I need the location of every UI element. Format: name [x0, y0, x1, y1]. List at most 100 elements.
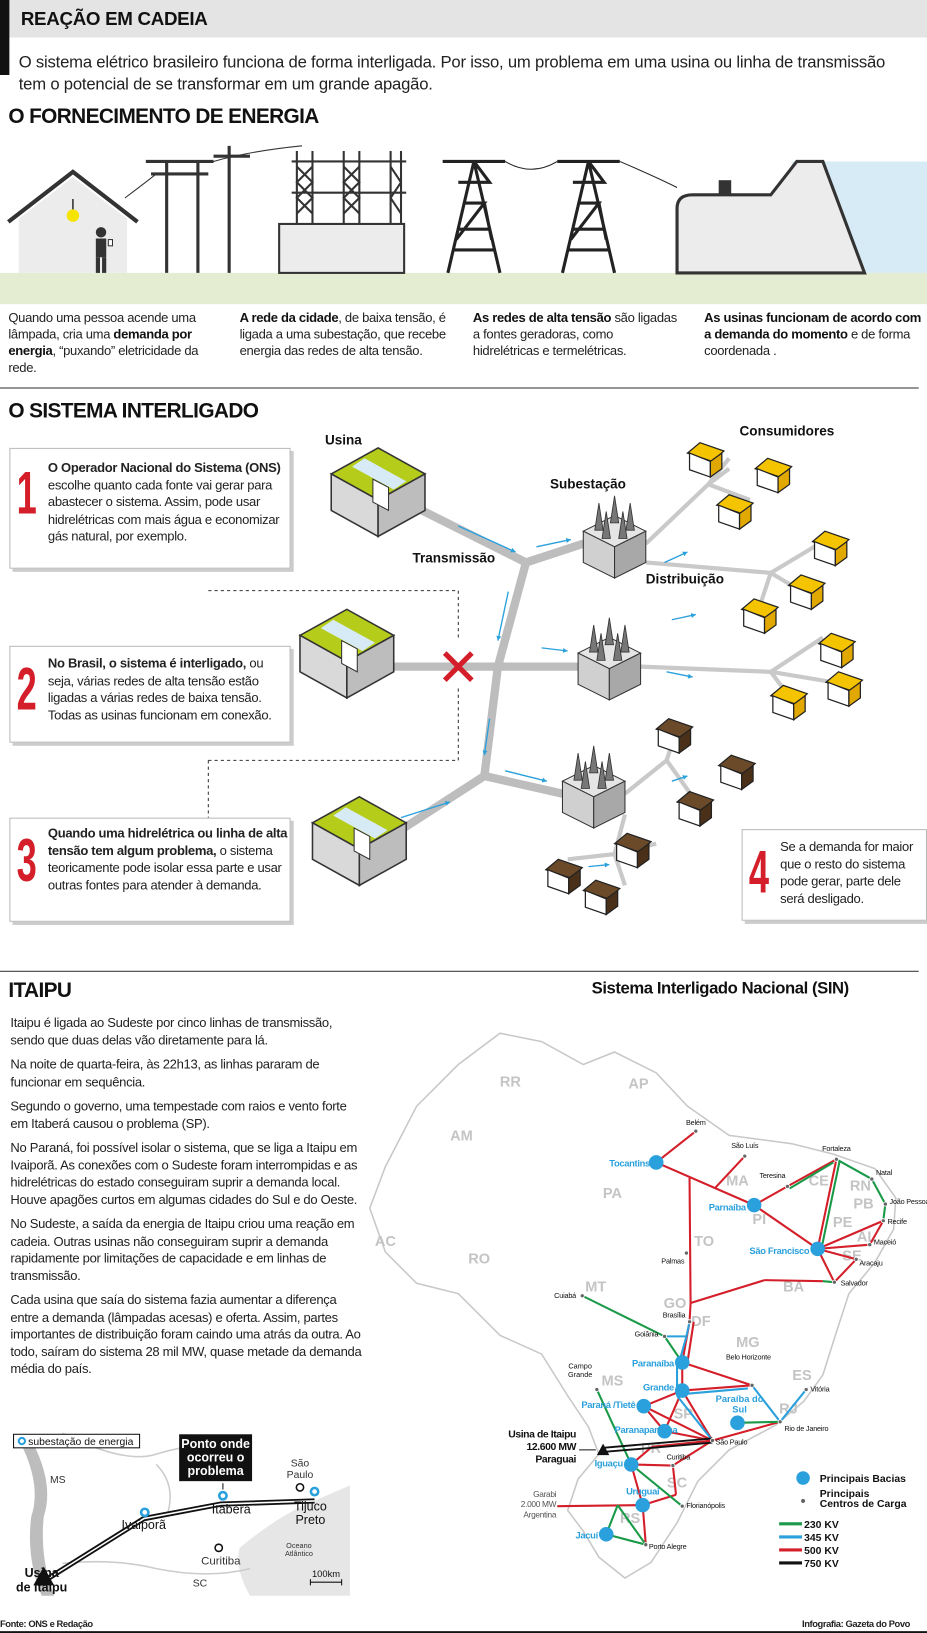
transmission-towers — [442, 159, 678, 274]
state-label: MA — [726, 1173, 749, 1189]
state-label: TO — [694, 1234, 714, 1250]
minimap-legend — [13, 1433, 141, 1449]
paragraph: Cada usina que saía do sistema fazia aum… — [10, 1292, 362, 1376]
arrow-icon — [536, 538, 571, 548]
arrow-icon — [588, 862, 610, 868]
itaipu-title: ITAIPU — [8, 979, 72, 1003]
house-icon — [675, 790, 715, 828]
label-usina: Usina — [325, 433, 362, 448]
legend-line-label: 230 KV — [804, 1520, 839, 1531]
state-label: AP — [628, 1076, 649, 1092]
basin-node — [746, 1197, 762, 1213]
supply-illustration — [0, 145, 927, 305]
load-center-node — [643, 1542, 649, 1548]
state-label: ES — [792, 1368, 812, 1384]
transmission-line — [820, 1161, 841, 1248]
city-label: Cuiabá — [554, 1291, 577, 1300]
transmission-line — [816, 1159, 838, 1250]
house-illustration — [7, 169, 139, 273]
city-label: Brasília — [663, 1311, 687, 1320]
transmission-line — [753, 1204, 819, 1250]
step-number: 4 — [748, 838, 770, 907]
state-label: AL — [857, 1230, 877, 1246]
legend-line-label: 750 KV — [804, 1559, 839, 1570]
step-number: 2 — [16, 655, 37, 723]
label-distribuicao: Distribuição — [646, 571, 724, 586]
city-label: Rio de Janeiro — [784, 1424, 828, 1433]
state-label: PR — [641, 1441, 662, 1457]
state-label: SE — [842, 1248, 862, 1264]
transmission-line — [751, 1384, 781, 1423]
problem-callout — [179, 1434, 253, 1482]
step-number: 3 — [16, 827, 37, 895]
person-icon — [95, 227, 107, 238]
basin-label: Grande — [643, 1383, 674, 1393]
step-text: Quando uma hidrelétrica ou linha de alta… — [47, 825, 288, 893]
house-icon — [769, 684, 809, 721]
supply-title: O FORNECIMENTO DE ENERGIA — [8, 105, 319, 129]
step-text: O Operador Nacional do Sistema (ONS) esc… — [47, 460, 281, 544]
basin-node — [635, 1497, 650, 1513]
basin-node — [730, 1415, 745, 1431]
ground — [0, 272, 927, 305]
load-center-node — [867, 1242, 873, 1248]
transmission-line — [688, 1302, 692, 1322]
city-label: Recife — [887, 1217, 907, 1226]
lamp-icon — [66, 209, 80, 222]
system-title: O SISTEMA INTERLIGADO — [8, 399, 259, 423]
footer-rule — [0, 1631, 927, 1633]
city-label: Fortaleza — [822, 1144, 852, 1153]
ocean — [238, 1485, 350, 1596]
transmission-line — [651, 1439, 713, 1448]
dam-illustration — [675, 159, 867, 275]
transmission-line — [664, 1430, 713, 1442]
transmission-line — [603, 1437, 713, 1449]
transmission-lines — [381, 501, 588, 838]
svg-text:subestação de energia: subestação de energia — [28, 1437, 134, 1448]
itaipu-plant-icon — [33, 1566, 55, 1586]
state-label: PE — [833, 1215, 853, 1231]
basin-node — [598, 1526, 614, 1542]
state-label: MT — [585, 1280, 606, 1296]
system-diagram: Usina Subestação Transmissão Distribuiçã… — [207, 423, 864, 916]
city-sao-paulo-icon — [295, 1482, 305, 1492]
substation-icon — [582, 495, 647, 579]
substation-icon — [561, 745, 627, 829]
transmission-line — [714, 1155, 746, 1189]
load-center-node — [683, 1250, 689, 1256]
transmission-line — [833, 1258, 857, 1283]
state-label: CE — [809, 1173, 830, 1189]
transmission-line — [764, 1279, 823, 1283]
svg-text:Itaberá: Itaberá — [212, 1502, 251, 1516]
basin-label: Parnaíba — [709, 1202, 747, 1212]
transmission-line — [786, 1158, 837, 1188]
transmission-line — [686, 1321, 695, 1363]
header-band — [0, 0, 927, 38]
legend-line-label: 345 KV — [804, 1533, 839, 1544]
label-transmissao: Transmissão — [412, 550, 495, 565]
city-label: Belo Horizonte — [726, 1352, 771, 1361]
transmission-line — [616, 1504, 647, 1546]
svg-text:100km: 100km — [312, 1569, 340, 1579]
transmission-line — [687, 1387, 748, 1395]
legend-label: Principais Bacias — [820, 1474, 906, 1485]
house-icon — [740, 598, 780, 635]
city-label: Natal — [876, 1168, 893, 1177]
intro-text: O sistema elétrico brasileiro funciona d… — [18, 54, 886, 94]
load-center-node — [670, 1463, 676, 1469]
state-label: MS — [602, 1373, 624, 1389]
transmission-line — [643, 1405, 713, 1442]
arrow-icon — [664, 551, 688, 564]
transmission-line — [681, 1361, 753, 1387]
basin-node — [636, 1398, 651, 1414]
svg-text:Curitiba: Curitiba — [201, 1555, 241, 1567]
state-label: SC — [667, 1475, 688, 1491]
city-label: Maceió — [874, 1238, 896, 1247]
house-icon — [787, 574, 827, 611]
step-1-box: 1 O Operador Nacional do Sistema (ONS) e… — [9, 447, 291, 569]
state-label: AM — [450, 1129, 473, 1145]
